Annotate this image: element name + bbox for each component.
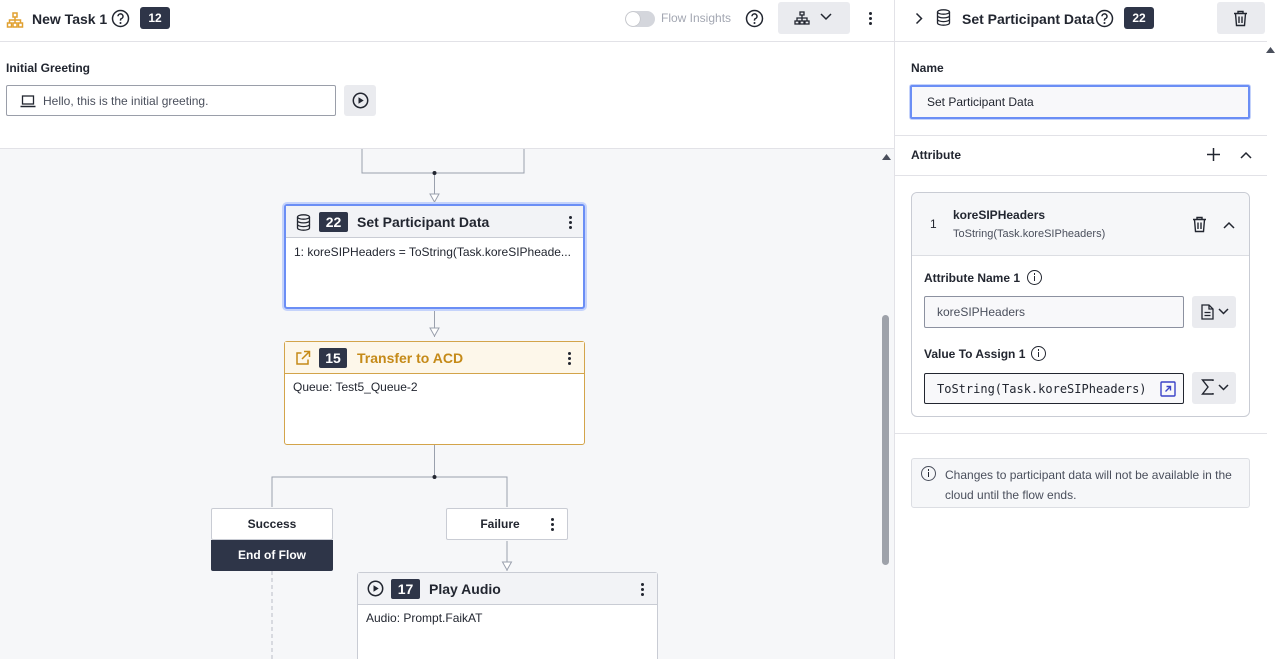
success-path-label[interactable]: Success <box>211 508 333 540</box>
node-summary: Queue: Test5_Queue-2 <box>293 380 418 394</box>
node-summary: Audio: Prompt.FaikAT <box>366 611 483 625</box>
scrollbar-thumb[interactable] <box>882 315 889 565</box>
delete-node-button[interactable] <box>1217 2 1265 34</box>
collapse-attribute-section-icon[interactable] <box>1240 151 1252 159</box>
attribute-index: 1 <box>930 217 937 231</box>
chevron-down-icon <box>1218 384 1229 391</box>
layout-menu-button[interactable] <box>778 2 850 34</box>
task-title: New Task 1 <box>32 11 108 27</box>
task-toolbar: New Task 1 12 Flow Insights <box>0 0 894 42</box>
hierarchy-icon <box>794 11 810 25</box>
node-header: 17 Play Audio <box>358 573 657 605</box>
divider <box>895 175 1267 176</box>
flow-insights-label: Flow Insights <box>661 11 732 25</box>
node-number: 22 <box>319 212 348 232</box>
flow-insights-toggle[interactable] <box>625 11 655 27</box>
initial-greeting-section: Initial Greeting Hello, this is the init… <box>0 42 894 149</box>
node-number: 17 <box>391 579 420 599</box>
participant-data-notice: Changes to participant data will not be … <box>911 458 1250 508</box>
node-title: Play Audio <box>429 581 501 597</box>
info-icon[interactable] <box>1031 346 1046 361</box>
name-input-value: Set Participant Data <box>927 95 1034 109</box>
attribute-name-field-label: Attribute Name 1 <box>924 271 1021 285</box>
failure-path-label[interactable]: Failure <box>446 508 568 540</box>
add-attribute-plus-icon[interactable] <box>1207 148 1220 161</box>
flow-canvas[interactable]: 22 Set Participant Data 1: koreSIPHeader… <box>0 149 894 659</box>
expand-editor-icon[interactable] <box>1160 381 1176 397</box>
path-more-options-icon[interactable] <box>545 514 559 534</box>
info-icon[interactable] <box>1027 270 1042 285</box>
divider <box>895 41 1267 42</box>
play-greeting-button[interactable] <box>344 85 376 116</box>
help-icon[interactable] <box>745 9 764 28</box>
initial-greeting-value: Hello, this is the initial greeting. <box>43 93 209 108</box>
attribute-section-label: Attribute <box>911 148 961 162</box>
attribute-name-input[interactable]: koreSIPHeaders <box>924 296 1184 328</box>
value-to-assign-value: ToString(Task.koreSIPheaders) <box>937 381 1147 396</box>
expression-type-dropdown[interactable] <box>1192 372 1236 404</box>
properties-panel: Set Participant Data 22 Name Set Partici… <box>894 0 1278 659</box>
delete-attribute-trash-icon[interactable] <box>1192 216 1207 233</box>
node-more-options-icon[interactable] <box>563 212 577 232</box>
attribute-name-type-dropdown[interactable] <box>1192 296 1236 328</box>
value-to-assign-input[interactable]: ToString(Task.koreSIPheaders) <box>924 373 1184 404</box>
attribute-expression-summary: ToString(Task.koreSIPheaders) <box>953 228 1106 240</box>
collapse-attribute-icon[interactable] <box>1223 221 1235 229</box>
help-icon[interactable] <box>1095 9 1114 28</box>
database-icon <box>936 9 951 26</box>
attribute-name-input-value: koreSIPHeaders <box>937 305 1026 319</box>
divider <box>895 135 1267 136</box>
flow-connectors <box>271 149 525 659</box>
name-input[interactable]: Set Participant Data <box>910 85 1250 119</box>
flow-node-set-participant-data[interactable]: 22 Set Participant Data 1: koreSIPHeader… <box>284 204 585 309</box>
node-more-options-icon[interactable] <box>635 579 649 599</box>
divider <box>895 433 1267 434</box>
chevron-down-icon <box>1218 308 1229 315</box>
value-to-assign-label: Value To Assign 1 <box>924 347 1026 361</box>
node-summary: 1: koreSIPHeaders = ToString(Task.koreSI… <box>294 245 571 259</box>
flow-editor: New Task 1 12 Flow Insights Initial Gree… <box>0 0 894 659</box>
sigma-icon <box>1201 379 1214 395</box>
document-icon <box>1201 304 1214 320</box>
flow-node-play-audio[interactable]: 17 Play Audio Audio: Prompt.FaikAT <box>357 572 658 659</box>
task-count-badge: 12 <box>140 7 170 29</box>
collapse-panel-chevron-icon[interactable] <box>915 12 923 25</box>
node-title: Set Participant Data <box>357 214 490 230</box>
failure-label-text: Failure <box>480 517 520 531</box>
name-field-label: Name <box>911 61 944 75</box>
initial-greeting-input[interactable]: Hello, this is the initial greeting. <box>6 85 336 116</box>
info-icon <box>921 466 936 481</box>
node-more-options-icon[interactable] <box>562 348 576 368</box>
laptop-icon <box>20 95 36 108</box>
node-title: Transfer to ACD <box>357 350 464 366</box>
help-icon[interactable] <box>111 9 130 28</box>
node-header: 22 Set Participant Data <box>286 206 583 238</box>
task-more-options-icon[interactable] <box>863 8 877 28</box>
flow-structure-icon <box>6 11 24 29</box>
node-header: 15 Transfer to ACD <box>285 342 584 374</box>
database-icon <box>296 214 311 231</box>
panel-scroll-up-icon[interactable] <box>1266 47 1275 53</box>
initial-greeting-label: Initial Greeting <box>6 61 91 75</box>
panel-title: Set Participant Data <box>962 11 1095 27</box>
attribute-name-summary: koreSIPHeaders <box>953 208 1046 222</box>
play-circle-icon <box>352 92 369 109</box>
chevron-down-icon <box>820 13 832 21</box>
canvas-scrollbar[interactable] <box>878 149 894 659</box>
attribute-card: 1 koreSIPHeaders ToString(Task.koreSIPhe… <box>911 192 1250 417</box>
end-of-flow-node[interactable]: End of Flow <box>211 540 333 571</box>
node-number: 15 <box>319 348 347 368</box>
attribute-card-header[interactable]: 1 koreSIPHeaders ToString(Task.koreSIPhe… <box>912 193 1249 256</box>
flow-node-transfer-to-acd[interactable]: 15 Transfer to ACD Queue: Test5_Queue-2 <box>284 341 585 445</box>
external-link-icon <box>295 350 311 366</box>
panel-number-badge: 22 <box>1124 7 1154 29</box>
notice-text: Changes to participant data will not be … <box>945 468 1232 502</box>
play-circle-icon <box>367 580 384 597</box>
scroll-up-arrow-icon[interactable] <box>882 154 891 160</box>
trash-icon <box>1233 10 1248 27</box>
